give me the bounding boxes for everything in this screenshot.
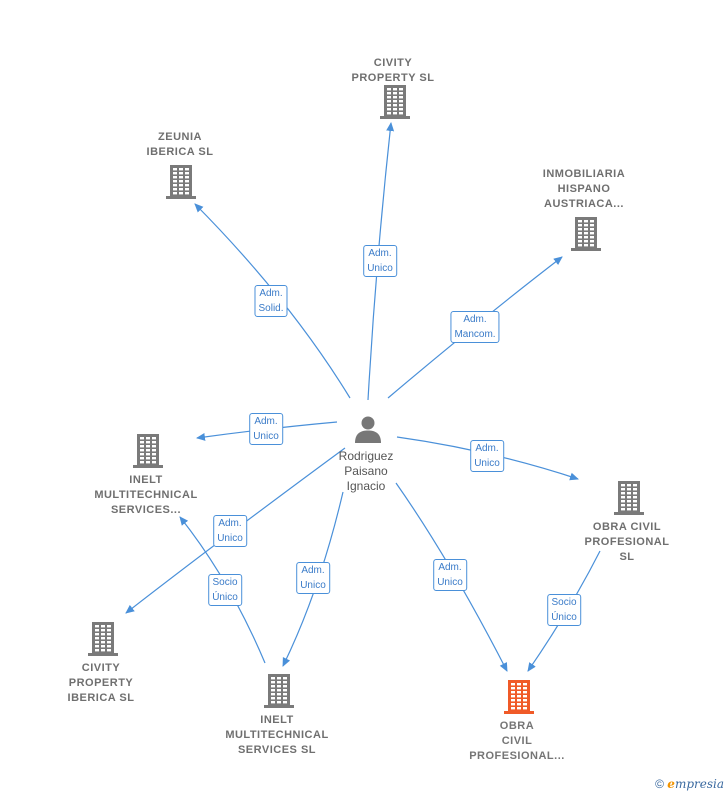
- footer-brand: © empresia: [655, 777, 724, 791]
- relation-label: Adm. Mancom.: [450, 311, 500, 343]
- person-name[interactable]: Rodriguez Paisano Ignacio: [338, 449, 394, 493]
- relation-label: Adm. Solid.: [254, 285, 288, 317]
- company-label-inelt-top[interactable]: INELT MULTITECHNICAL SERVICES...: [94, 474, 198, 516]
- building-icon[interactable]: [262, 672, 296, 710]
- relation-label: Socio Único: [208, 574, 242, 606]
- building-icon[interactable]: [569, 215, 603, 253]
- building-icon[interactable]: [131, 432, 165, 470]
- company-label-civity-iberica[interactable]: CIVITY PROPERTY IBERICA SL: [67, 662, 135, 704]
- person-icon[interactable]: [353, 414, 383, 444]
- copyright-symbol: ©: [655, 777, 664, 791]
- relation-label: Adm. Unico: [363, 245, 397, 277]
- company-label-inelt-bottom[interactable]: INELT MULTITECHNICAL SERVICES SL: [225, 714, 329, 756]
- relation-label: Socio Único: [547, 594, 581, 626]
- building-icon[interactable]: [612, 479, 646, 517]
- relation-label: Adm. Unico: [433, 559, 467, 591]
- company-label-obra-civil-right[interactable]: OBRA CIVIL PROFESIONAL SL: [584, 521, 670, 563]
- building-icon-highlighted[interactable]: [502, 678, 536, 716]
- building-icon[interactable]: [86, 620, 120, 658]
- company-label-inmobiliaria[interactable]: INMOBILIARIA HISPANO AUSTRIACA...: [542, 168, 626, 210]
- relation-label: Adm. Unico: [249, 413, 283, 445]
- company-label-zeunia[interactable]: ZEUNIA IBERICA SL: [146, 131, 214, 158]
- company-label-obra-civil-main[interactable]: OBRA CIVIL PROFESIONAL...: [469, 720, 565, 762]
- relation-label: Adm. Unico: [470, 440, 504, 472]
- relation-label: Adm. Unico: [213, 515, 247, 547]
- relation-label: Adm. Unico: [296, 562, 330, 594]
- company-label-civity-property[interactable]: CIVITY PROPERTY SL: [351, 57, 435, 84]
- building-icon[interactable]: [164, 163, 198, 201]
- building-icon[interactable]: [378, 83, 412, 121]
- brand-logo: empresia: [667, 777, 724, 791]
